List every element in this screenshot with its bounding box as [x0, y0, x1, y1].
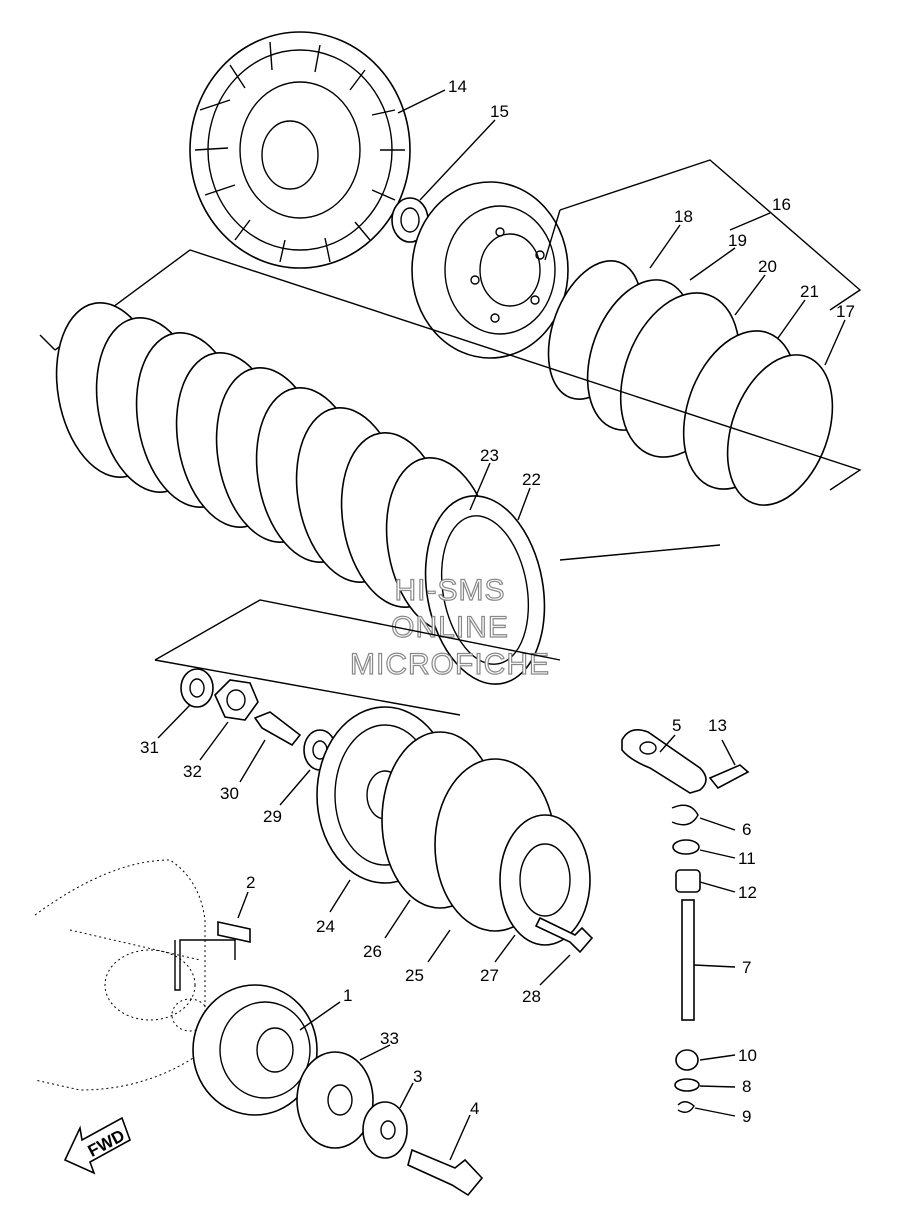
callout-20: 20 — [758, 257, 777, 276]
callout-22: 22 — [522, 470, 541, 489]
key-2 — [217, 921, 251, 943]
clutch-housing — [189, 31, 411, 269]
callout-27: 27 — [480, 966, 499, 985]
callout-14: 14 — [448, 77, 467, 96]
callout-19: 19 — [728, 231, 747, 250]
callout-26: 26 — [363, 942, 382, 961]
callout-17: 17 — [836, 302, 855, 321]
callout-32: 32 — [183, 762, 202, 781]
watermark-line-3: MICROFICHE — [350, 648, 550, 681]
callout-3: 3 — [413, 1067, 422, 1086]
callout-1: 1 — [343, 986, 352, 1005]
callout-16: 16 — [772, 195, 791, 214]
nut-32 — [214, 679, 259, 721]
small-parts-bracket — [154, 599, 561, 716]
callout-31: 31 — [140, 738, 159, 757]
callout-9: 9 — [742, 1107, 751, 1126]
retainer-27 — [499, 814, 591, 946]
callout-21: 21 — [800, 282, 819, 301]
clutch-boss — [411, 181, 569, 359]
callout-24: 24 — [316, 917, 335, 936]
callout-7: 7 — [742, 958, 751, 977]
callout-15: 15 — [490, 102, 509, 121]
crankcase-outline — [34, 859, 209, 1091]
watermark-line-1: HI-SMS — [395, 574, 506, 607]
callout-25: 25 — [405, 966, 424, 985]
primary-driven-gear — [192, 984, 318, 1116]
bolt-28 — [534, 916, 594, 954]
leader-lines — [157, 89, 846, 1161]
callout-30: 30 — [220, 784, 239, 803]
watermark-line-2: ONLINE — [391, 611, 509, 644]
bracket-plate-set — [544, 159, 862, 311]
callout-23: 23 — [480, 446, 499, 465]
callout-8: 8 — [742, 1077, 751, 1096]
cushion-rings — [547, 260, 834, 506]
washer-3 — [362, 1101, 408, 1159]
callout-6: 6 — [742, 820, 751, 839]
clutch-plate-stack — [55, 302, 546, 685]
callout-10: 10 — [738, 1046, 757, 1065]
callout-4: 4 — [470, 1099, 479, 1118]
callout-11: 11 — [738, 849, 756, 868]
callout-5: 5 — [672, 716, 681, 735]
fwd-arrow: FWD — [63, 1116, 131, 1175]
callout-labels: 1 2 3 4 5 6 7 8 9 10 11 12 13 14 15 16 1… — [140, 77, 855, 1126]
plate-stack-bracket — [39, 249, 862, 561]
washer-31 — [180, 668, 214, 708]
callout-2: 2 — [246, 873, 255, 892]
push-rod-30 — [253, 711, 302, 747]
bolt-4 — [407, 1148, 484, 1197]
callout-28: 28 — [522, 987, 541, 1006]
callout-18: 18 — [674, 207, 693, 226]
callout-33: 33 — [380, 1029, 399, 1048]
push-lever-assembly — [621, 729, 750, 1113]
callout-29: 29 — [263, 807, 282, 826]
lock-washer-33 — [296, 1051, 374, 1149]
callout-12: 12 — [738, 883, 757, 902]
callout-13: 13 — [708, 716, 727, 735]
